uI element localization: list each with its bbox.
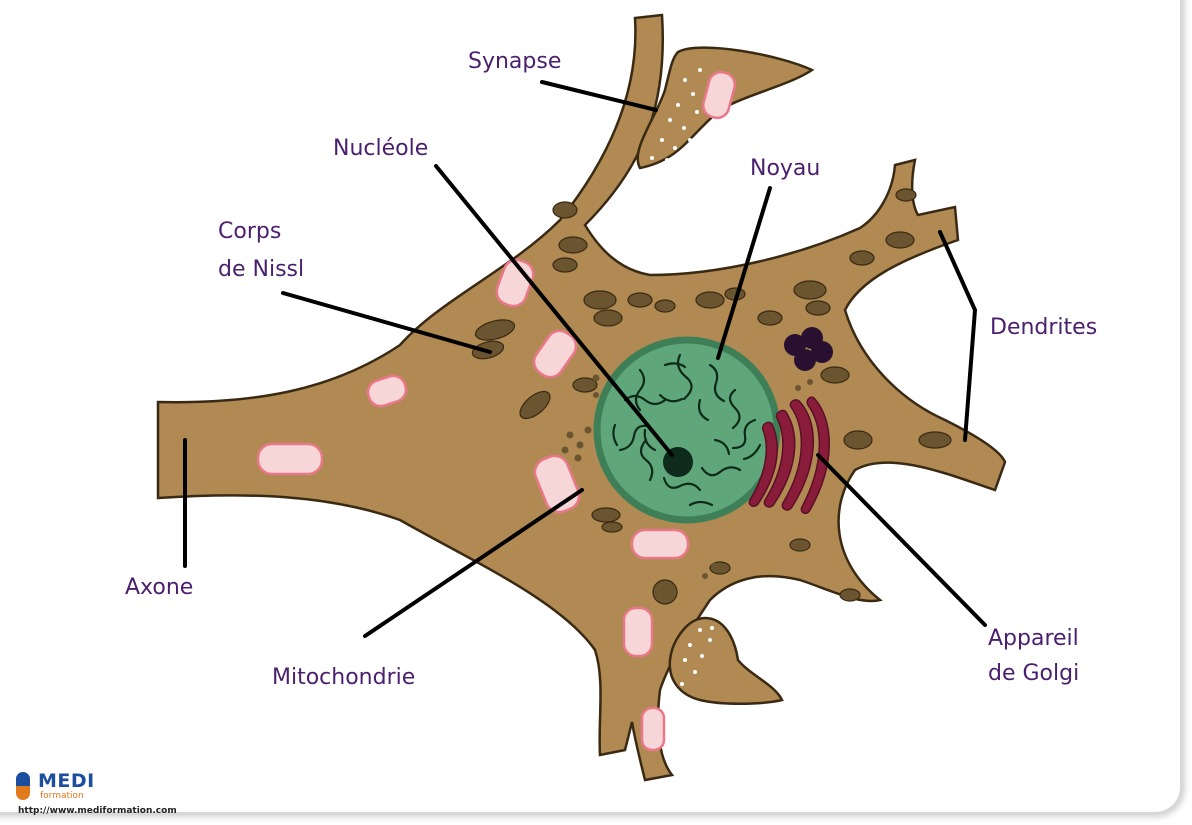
nucleus [597, 340, 777, 520]
label-nucleole: Nucléole [333, 136, 428, 161]
logo-name: MEDI [38, 770, 95, 792]
label-corps-line2: de Nissl [218, 257, 304, 282]
leader-dendrites [940, 232, 975, 440]
label-dendrites: Dendrites [990, 315, 1097, 340]
label-golgi-line2: de Golgi [988, 661, 1079, 686]
logo-url: http://www.mediformation.com [18, 806, 177, 816]
logo-sub: formation [40, 791, 84, 801]
label-synapse: Synapse [468, 49, 561, 74]
label-mitochondrie: Mitochondrie [272, 665, 415, 690]
logo: MEDI formation http://www.mediformation.… [14, 768, 234, 820]
label-axone: Axone [125, 575, 193, 600]
label-noyau: Noyau [750, 156, 820, 181]
label-corps-line1: Corps [218, 219, 281, 244]
label-golgi-line1: Appareil [988, 626, 1079, 651]
pill-icon [16, 772, 30, 800]
